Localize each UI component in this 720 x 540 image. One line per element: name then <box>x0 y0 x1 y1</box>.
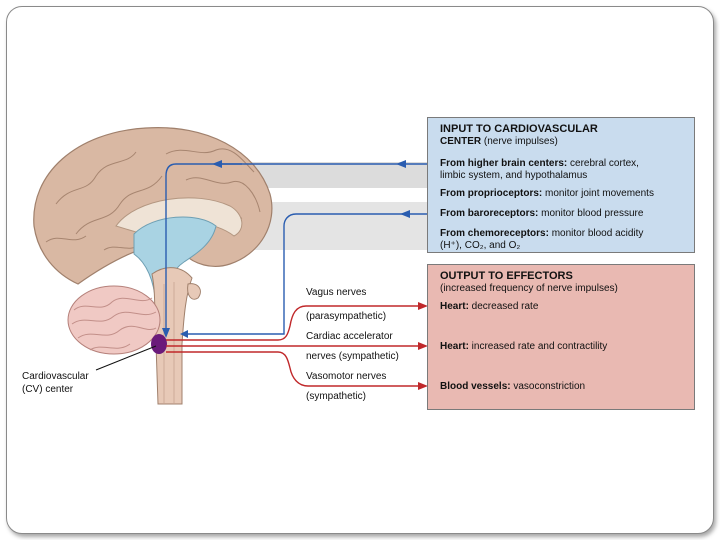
output-item-heart-increased-bold: Heart: <box>440 341 469 352</box>
input-item-higher-brain-text2: limbic system, and hypothalamus <box>440 170 588 181</box>
cv-center-label-line1: Cardiovascular <box>22 371 89 382</box>
input-item-baroreceptors: From baroreceptors: monitor blood pressu… <box>440 208 643 220</box>
input-item-baroreceptors-text: monitor blood pressure <box>538 208 644 219</box>
vagus-line2: (parasympathetic) <box>306 311 387 322</box>
cerebellum <box>67 285 161 355</box>
input-item-chemoreceptors-text: monitor blood acidity <box>548 228 644 239</box>
output-item-heart-increased: Heart: increased rate and contractility <box>440 341 607 353</box>
input-item-chemoreceptors-text2: (H⁺), CO₂, and O₂ <box>440 240 521 251</box>
input-panel: INPUT TO CARDIOVASCULAR CENTER (nerve im… <box>427 117 695 253</box>
input-item-higher-brain-text: cerebral cortex, <box>567 158 639 169</box>
cardiac-line1: Cardiac accelerator <box>306 331 393 342</box>
input-item-baroreceptors-bold: From baroreceptors: <box>440 208 539 219</box>
vasomotor-line2: (sympathetic) <box>306 391 367 402</box>
output-item-heart-decreased-text: decreased rate <box>468 301 539 312</box>
vagus-nerves-type: (parasympathetic) <box>306 310 386 323</box>
brain-diagram <box>33 127 428 405</box>
cv-center <box>151 334 167 354</box>
vasomotor-line1: Vasomotor nerves <box>306 371 387 382</box>
output-panel-subtitle: (increased frequency of nerve impulses) <box>440 283 618 294</box>
output-arrows <box>166 305 420 387</box>
output-item-blood-vessels: Blood vessels: vasoconstriction <box>440 381 585 393</box>
cv-center-pointer <box>95 345 157 371</box>
input-panel-title-line2: CENTER (nerve impulses) <box>440 136 558 148</box>
input-item-chemoreceptors: From chemoreceptors: monitor blood acidi… <box>440 228 643 240</box>
output-panel: OUTPUT TO EFFECTORS (increased frequency… <box>427 264 695 410</box>
vagus-nerves-label: Vagus nerves <box>306 286 366 299</box>
cardiac-accelerator-label: Cardiac accelerator <box>306 330 393 343</box>
vagus-line1: Vagus nerves <box>306 287 367 298</box>
output-arrowheads <box>418 302 428 390</box>
cv-center-label-line2: (CV) center <box>22 384 74 395</box>
cv-center-label: Cardiovascular (CV) center <box>22 370 89 396</box>
pituitary <box>187 283 201 300</box>
output-item-blood-vessels-text: vasoconstriction <box>510 381 586 392</box>
input-item-higher-brain-bold: From higher brain centers: <box>440 158 568 169</box>
output-item-blood-vessels-bold: Blood vessels: <box>440 381 511 392</box>
input-panel-title: INPUT TO CARDIOVASCULAR <box>440 123 598 135</box>
vasomotor-nerves-label: Vasomotor nerves <box>306 370 386 383</box>
input-panel-subtitle: (nerve impulses) <box>481 136 558 147</box>
input-item-proprioceptors-bold: From proprioceptors: <box>440 188 543 199</box>
vasomotor-nerves-type: (sympathetic) <box>306 390 366 403</box>
cardiac-line2: nerves (sympathetic) <box>306 351 399 362</box>
cardiac-accelerator-type: nerves (sympathetic) <box>306 350 399 363</box>
cardiovascular-center-figure: Vagus nerves (parasympathetic) Cardiac a… <box>16 114 700 426</box>
output-item-heart-decreased-bold: Heart: <box>440 301 469 312</box>
output-panel-title: OUTPUT TO EFFECTORS <box>440 270 573 282</box>
output-item-heart-increased-text: increased rate and contractility <box>468 341 608 352</box>
input-arrowheads <box>162 160 410 338</box>
input-item-higher-brain: From higher brain centers: cerebral cort… <box>440 158 639 170</box>
input-panel-center: CENTER <box>440 136 482 147</box>
input-item-proprioceptors-text: monitor joint movements <box>542 188 654 199</box>
output-item-heart-decreased: Heart: decreased rate <box>440 301 538 313</box>
brain-gyri <box>45 148 261 251</box>
input-item-proprioceptors: From proprioceptors: monitor joint movem… <box>440 188 654 200</box>
input-item-chemoreceptors-bold: From chemoreceptors: <box>440 228 549 239</box>
